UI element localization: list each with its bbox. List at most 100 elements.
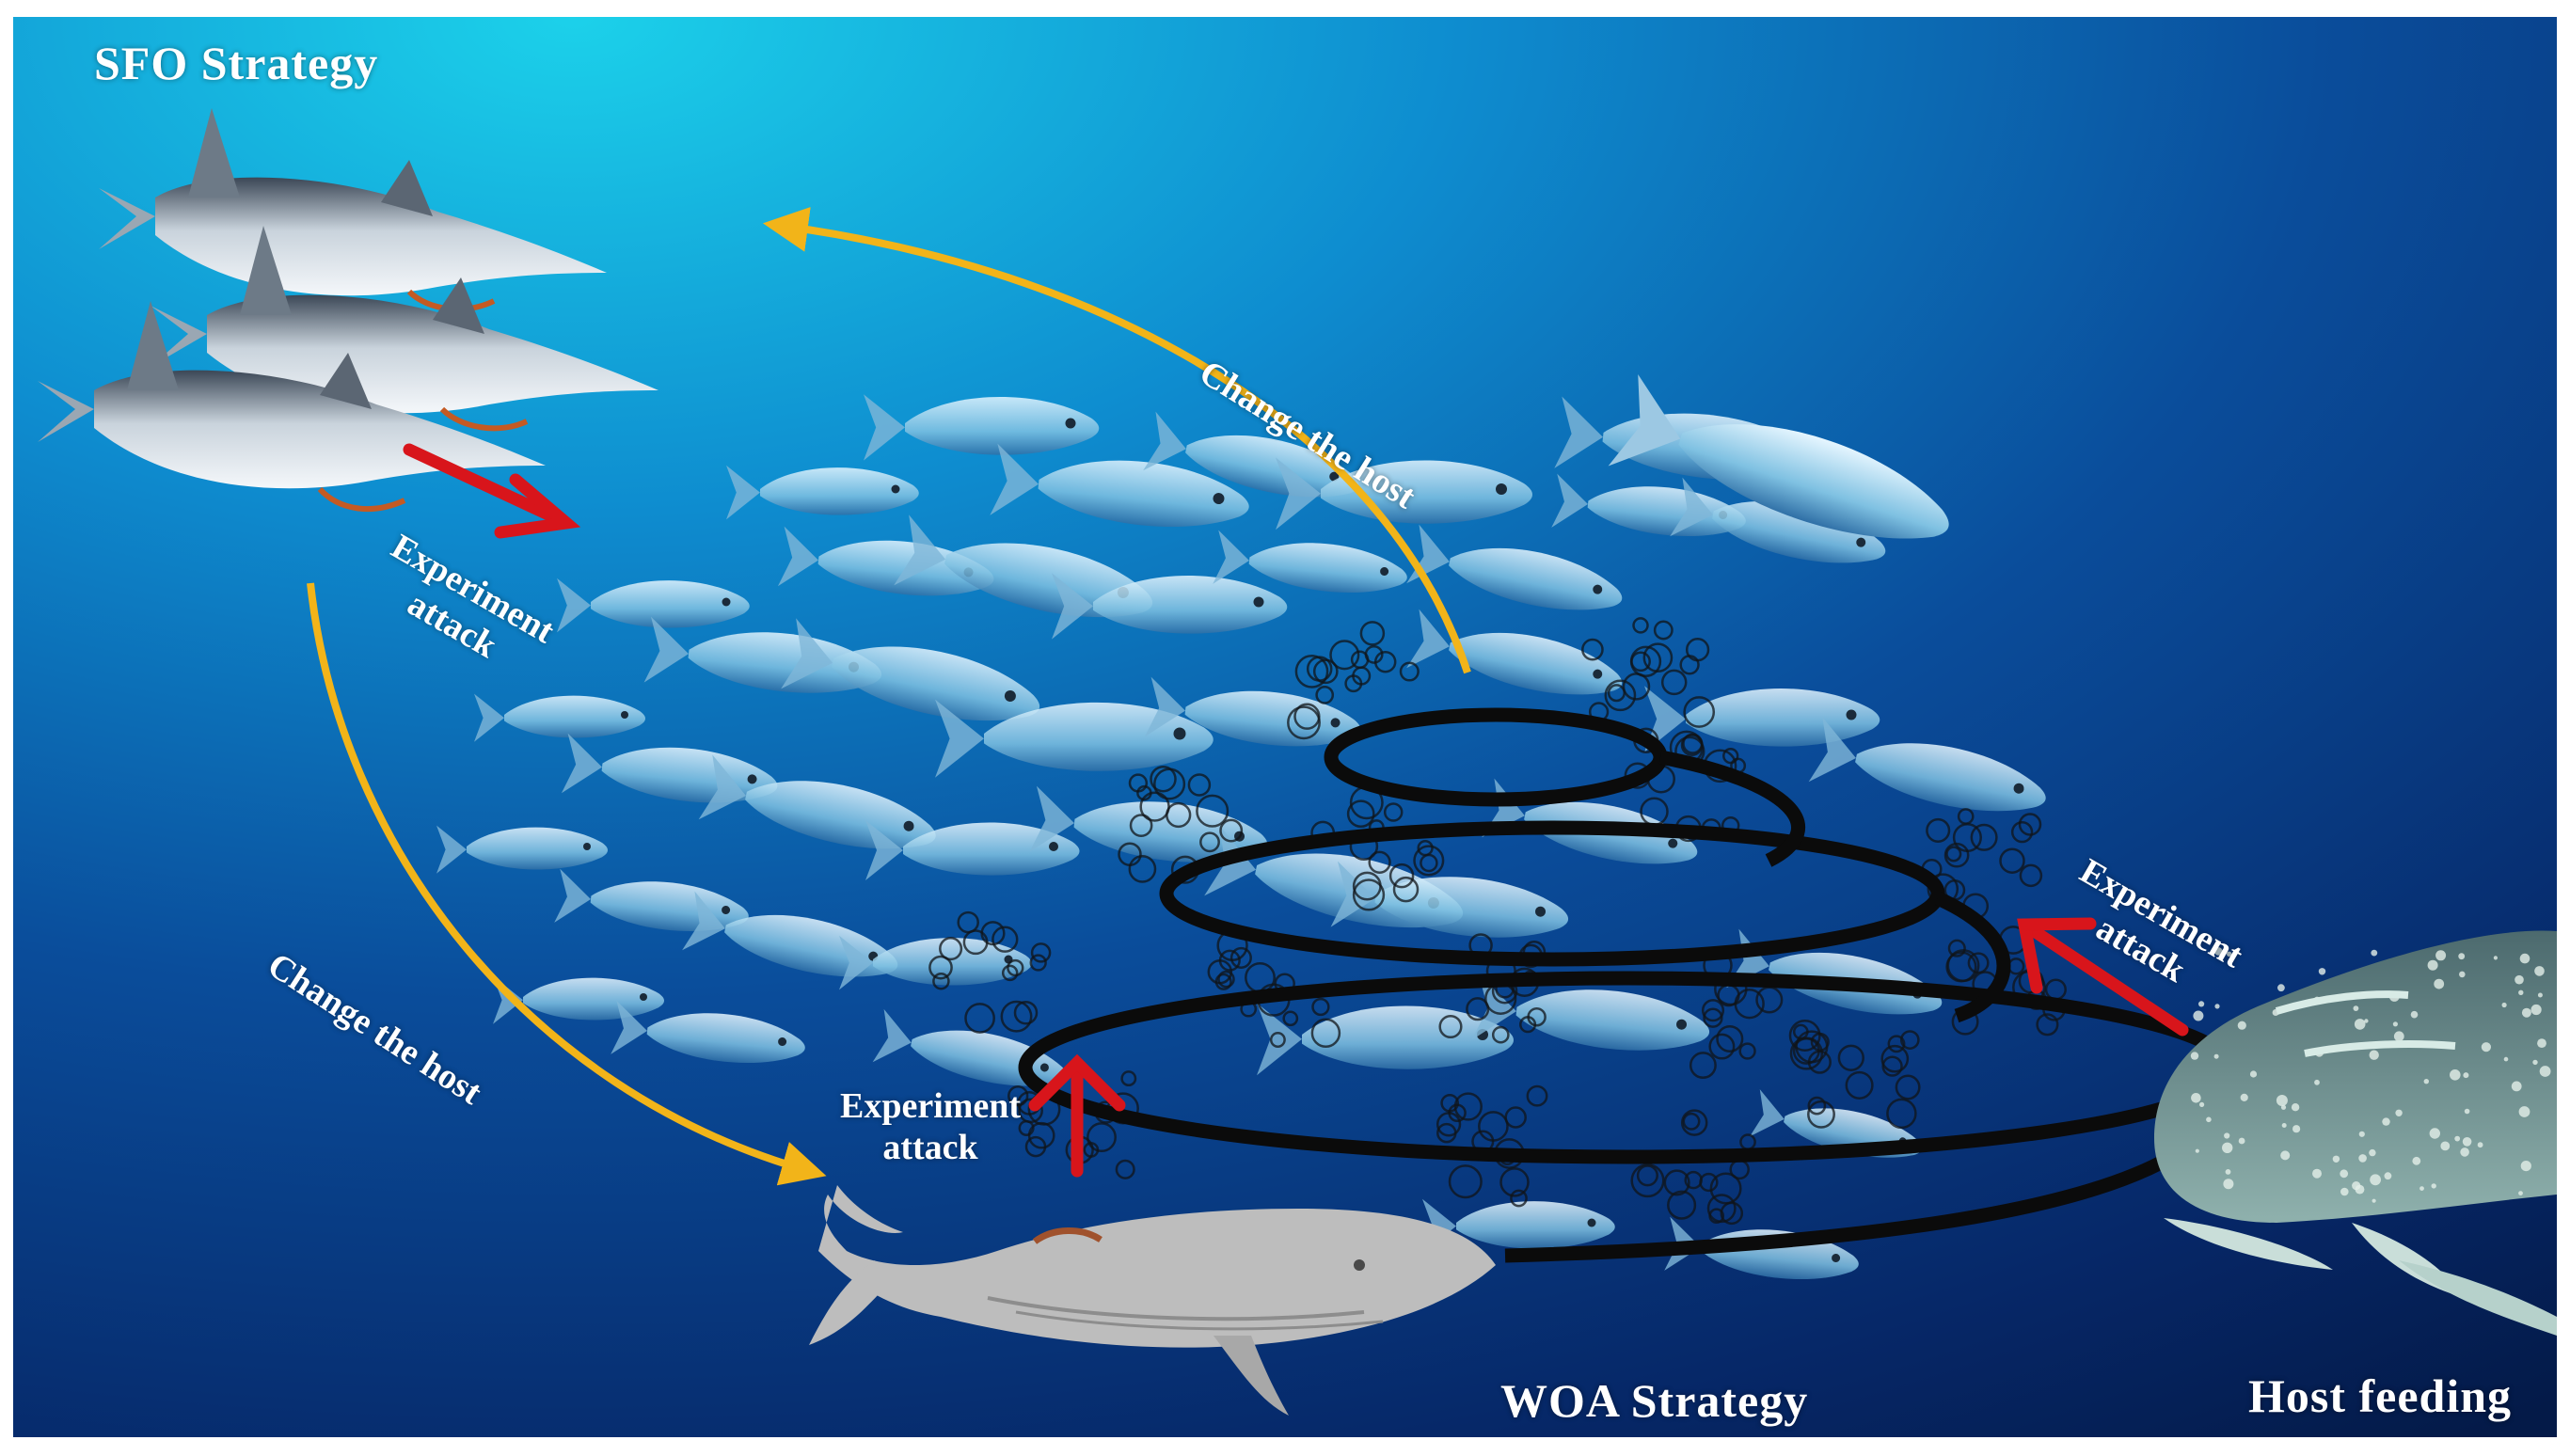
shark-spot xyxy=(2429,1128,2440,1139)
bubble-icon xyxy=(2019,863,2043,888)
bubble-icon xyxy=(1024,1135,1047,1158)
shark-spot xyxy=(2354,1019,2366,1030)
bubble-icon xyxy=(1199,831,1220,853)
bubble-icon xyxy=(1120,1070,1137,1087)
shark-spot xyxy=(2280,1150,2291,1161)
shark-spot xyxy=(2277,984,2285,992)
shark-spot xyxy=(2419,1186,2424,1191)
shark-spot xyxy=(2392,1021,2398,1027)
bubble-icon xyxy=(1150,765,1177,793)
experiment-attack-center-line2: attack xyxy=(882,1127,978,1167)
bubble-icon xyxy=(1018,1098,1043,1124)
fish-icon xyxy=(1608,374,1949,539)
bubble-icon xyxy=(1029,954,1047,972)
shark-spot xyxy=(2501,1002,2507,1008)
shark-spot xyxy=(2358,1131,2365,1137)
bubble-icon xyxy=(1329,640,1360,671)
bubble-icon xyxy=(1413,845,1445,877)
fish-icon xyxy=(1213,530,1407,593)
shark-spot xyxy=(2213,1053,2219,1059)
shark-spot xyxy=(2395,1109,2403,1117)
shark-spot xyxy=(2193,1010,2204,1021)
shark-spot xyxy=(2463,1072,2469,1079)
fish-icon xyxy=(1670,477,1886,563)
bubble-icon xyxy=(1350,650,1370,670)
shark-spot xyxy=(2358,1154,2367,1163)
shark-spot xyxy=(2532,1059,2538,1066)
shark-spot xyxy=(2518,989,2524,996)
shark-spot xyxy=(2462,1137,2472,1147)
shark-spot xyxy=(2434,978,2445,989)
bubble-icon xyxy=(1310,1018,1341,1049)
bubble-icon xyxy=(2036,1013,2059,1037)
bubble-icon xyxy=(1001,964,1019,982)
bubble-icon xyxy=(1499,1167,1530,1197)
shark-spot xyxy=(2369,1050,2379,1060)
shark-spot xyxy=(2237,1021,2246,1030)
shark-spot xyxy=(2353,1005,2359,1011)
bubble-icon xyxy=(1287,705,1321,740)
shark-spot xyxy=(2520,1161,2531,1172)
bubble-icon xyxy=(1738,1042,1756,1060)
shark-spot xyxy=(2431,1183,2436,1189)
shark-spot xyxy=(2249,1070,2258,1078)
shark-spot xyxy=(2518,1106,2530,1117)
shark-spot xyxy=(2518,1191,2523,1195)
shark-spot xyxy=(2511,1081,2522,1092)
bubble-icon xyxy=(1899,1030,1920,1050)
shark-spot xyxy=(2312,1168,2322,1179)
shark-spot xyxy=(2191,1093,2201,1103)
shark-spot xyxy=(2477,1142,2483,1148)
bubble-icon xyxy=(1218,949,1241,972)
bubble-icon xyxy=(1282,1010,1299,1027)
shark-spot xyxy=(2537,992,2543,998)
bubble-icon xyxy=(1453,1092,1483,1121)
bubble-icon xyxy=(1128,855,1157,883)
bubble-icon xyxy=(1352,871,1382,901)
shark-spot xyxy=(2227,951,2232,957)
bubble-icon xyxy=(1653,620,1674,641)
shark-spot xyxy=(2240,1093,2248,1101)
change-host-arrow-left xyxy=(307,582,827,1186)
bubble-icon xyxy=(1708,1208,1725,1225)
bubble-icon xyxy=(1709,1172,1742,1205)
bubble-icon xyxy=(2010,820,2034,844)
shark-spot xyxy=(2519,953,2530,964)
shark-spot xyxy=(2190,1052,2199,1060)
shark-spot xyxy=(2225,1169,2231,1175)
bubble-icon xyxy=(1388,863,1415,889)
sfo-strategy-label: SFO Strategy xyxy=(94,37,379,89)
bubble-icon xyxy=(1788,1020,1821,1052)
bubble-icon xyxy=(1952,822,1982,853)
bubble-icon xyxy=(1837,1044,1864,1071)
bubble-icon xyxy=(1007,958,1024,977)
bubble-icon xyxy=(1660,669,1688,696)
bubble-icon xyxy=(1217,970,1235,989)
bubble-icon xyxy=(928,955,953,980)
shark-spot xyxy=(2199,1101,2205,1107)
bubble-icon xyxy=(1689,1052,1717,1080)
bubble-icon xyxy=(1880,1044,1910,1073)
bubble-icon xyxy=(1294,655,1329,688)
bubble-icon xyxy=(1013,1000,1039,1025)
bubble-icon xyxy=(1680,734,1704,756)
shark-spot xyxy=(2537,1038,2546,1048)
shark-spot xyxy=(2281,1123,2287,1128)
bubble-icon xyxy=(964,1003,995,1034)
bubble-icon xyxy=(1708,1033,1736,1060)
shark-spot xyxy=(2459,971,2466,978)
shark-spot xyxy=(2450,1069,2461,1081)
shark-spot xyxy=(2464,1108,2470,1115)
shark-spot xyxy=(2292,1125,2301,1133)
bubble-icon xyxy=(1807,1100,1835,1129)
bubble-icon xyxy=(1683,696,1716,728)
bubble-icon xyxy=(1166,801,1192,829)
bubble-icon xyxy=(1682,1112,1701,1131)
fish-icon xyxy=(1422,1198,1615,1254)
bubble-icon xyxy=(1703,1007,1723,1028)
shark-spot xyxy=(2539,1066,2551,1077)
shark-spot xyxy=(2318,968,2326,975)
shark-spot xyxy=(2412,1156,2421,1165)
shark-spot xyxy=(2371,949,2378,957)
shark-spot xyxy=(2530,1004,2542,1016)
